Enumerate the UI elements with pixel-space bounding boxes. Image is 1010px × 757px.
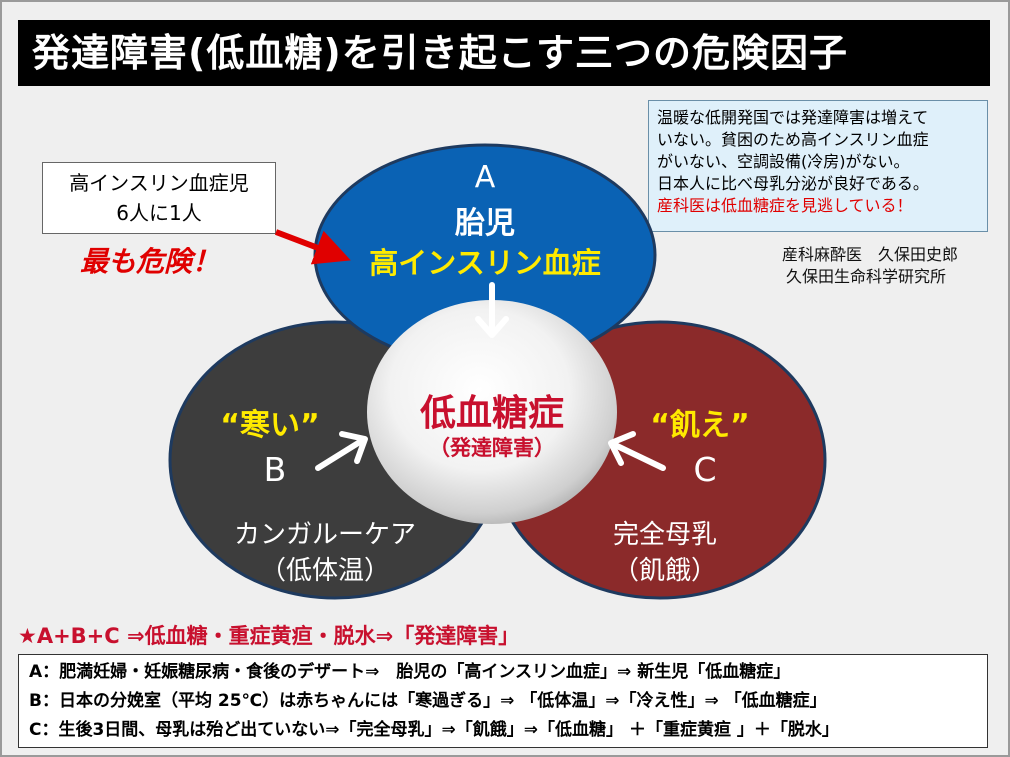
page-title: 発達障害(低血糖)を引き起こす三つの危険因子 (18, 20, 990, 86)
explanation-b: B：日本の分娩室（平均 25℃）は赤ちゃんには「寒過ぎる」⇒ 「低体温」⇒「冷え… (29, 691, 827, 711)
explanation-box: A：肥満妊婦・妊娠糖尿病・食後のデザート⇒ 胎児の「高インスリン血症」⇒ 新生児… (18, 654, 988, 748)
note-warning: 産科医は低血糖症を見逃している！ (657, 196, 913, 215)
circle-b-letter: B (263, 450, 287, 489)
circle-c-quote: “飢え” (650, 408, 750, 443)
circle-center (367, 300, 617, 524)
callout-line-1: 高インスリン血症児 (69, 171, 249, 195)
arrow-down-icon (475, 282, 509, 338)
center-sub: （発達障害） (429, 436, 555, 460)
arrow-left-icon (608, 431, 666, 471)
circle-a-letter: A (474, 160, 496, 195)
explanation-a: A：肥満妊婦・妊娠糖尿病・食後のデザート⇒ 胎児の「高インスリン血症」⇒ 新生児… (29, 662, 791, 682)
note-line-4: 日本人に比べ母乳分泌が良好である。 (657, 174, 929, 193)
danger-label: 最も危険！ (80, 245, 221, 278)
author-credit: 産科麻酔医 久保田史郎 久保田生命科学研究所 (770, 244, 994, 288)
circle-c-label: 完全母乳 (612, 520, 717, 550)
circle-c-letter: C (693, 450, 717, 489)
callout-line-2: 6人に1人 (116, 201, 202, 225)
note-line-3: がいない、空調設備(冷房)がない。 (657, 152, 910, 171)
note-line-2: いない。貧困のため高インスリン血症 (657, 130, 929, 149)
callout-arrow-icon (274, 229, 351, 265)
author-name: 産科麻酔医 久保田史郎 (782, 245, 959, 264)
circle-a-label: 高インスリン血症 (369, 246, 601, 280)
note-box: 温暖な低開発国では発達障害は増えて いない。貧困のため高インスリン血症 がいない… (648, 100, 988, 232)
circle-a-sub: 胎児 (455, 206, 515, 241)
arrow-right-icon (315, 431, 368, 471)
note-line-1: 温暖な低開発国では発達障害は増えて (657, 108, 929, 127)
circle-c-sub: （飢餓） (612, 556, 717, 586)
circle-b-sub: （低体温） (259, 556, 390, 586)
circle-b-label: カンガルーケア (233, 520, 416, 550)
author-institute: 久保田生命科学研究所 (786, 267, 947, 286)
callout-box: 高インスリン血症児 6人に1人 (42, 162, 276, 234)
summary-line: ★A+B+C ⇒低血糖・重症黄疸・脱水⇒「発達障害」 (18, 624, 520, 648)
circle-b-quote: “寒い” (220, 408, 320, 443)
center-label: 低血糖症 (419, 393, 564, 434)
explanation-c: C：生後3日間、母乳は殆ど出ていない⇒「完全母乳」⇒「飢餓」⇒「低血糖」 ＋「重… (29, 720, 839, 740)
